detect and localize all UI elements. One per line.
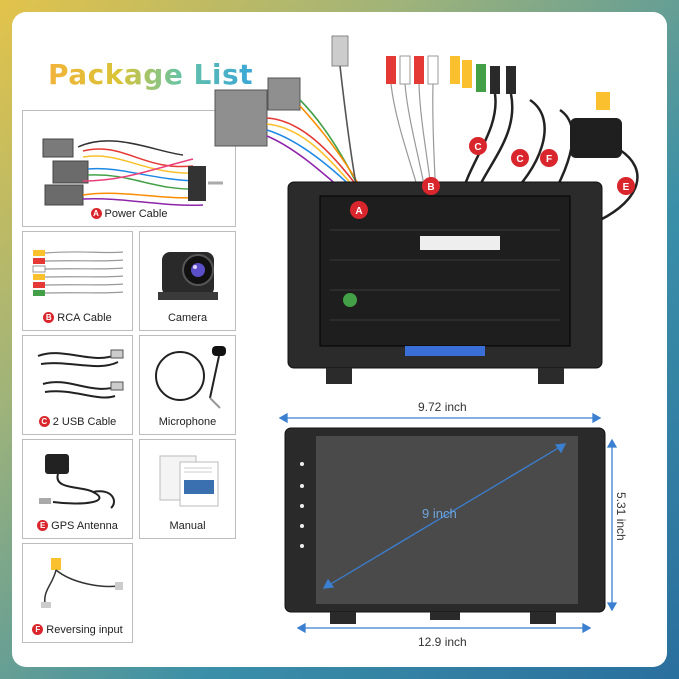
mount-tab [538,368,564,384]
screen-display [316,436,578,604]
connector-block [214,89,268,147]
badge: C [38,415,50,427]
usb-cable-image [37,349,124,399]
item-caption: Camera [167,312,208,324]
dimension-top-width: 9.72 inch [418,400,467,414]
badge: B [43,311,55,323]
camera-image [158,252,218,300]
callout-b: B [427,182,434,193]
item-camera: Camera [139,231,236,331]
callout-c2: C [516,154,523,165]
reversing-input-image [41,558,123,608]
item-manual: Manual [139,439,236,539]
dimension-bottom-width: 12.9 inch [418,635,467,649]
manual-image [159,455,219,507]
mount-tab [326,368,352,384]
reversing-plug [596,92,610,110]
power-cable-image [42,138,223,207]
gps-antenna-image [39,454,115,509]
callout-a: A [355,206,362,217]
callout-badges [350,137,635,219]
badge: A [90,207,102,219]
rca-plugs [386,55,516,94]
gps-module [570,118,622,158]
item-caption: Microphone [158,416,217,428]
item-microphone: Microphone [139,335,236,435]
callout-e: E [623,182,630,193]
badge: E [37,519,49,531]
badge: F [32,623,44,635]
page-title: Package List [48,58,254,91]
dimension-height: 5.31 inch [614,492,628,541]
label-sticker [405,346,485,356]
callout-f: F [546,154,552,165]
connector-block [331,35,349,67]
item-caption: Manual [169,520,206,532]
callout-c1: C [474,142,481,153]
connector-block [267,77,301,111]
rca-cable-image [32,250,124,296]
antenna-port [343,293,357,307]
dimension-diagonal: 9 inch [422,506,457,521]
port-strip [420,236,500,250]
microphone-image [155,346,226,409]
